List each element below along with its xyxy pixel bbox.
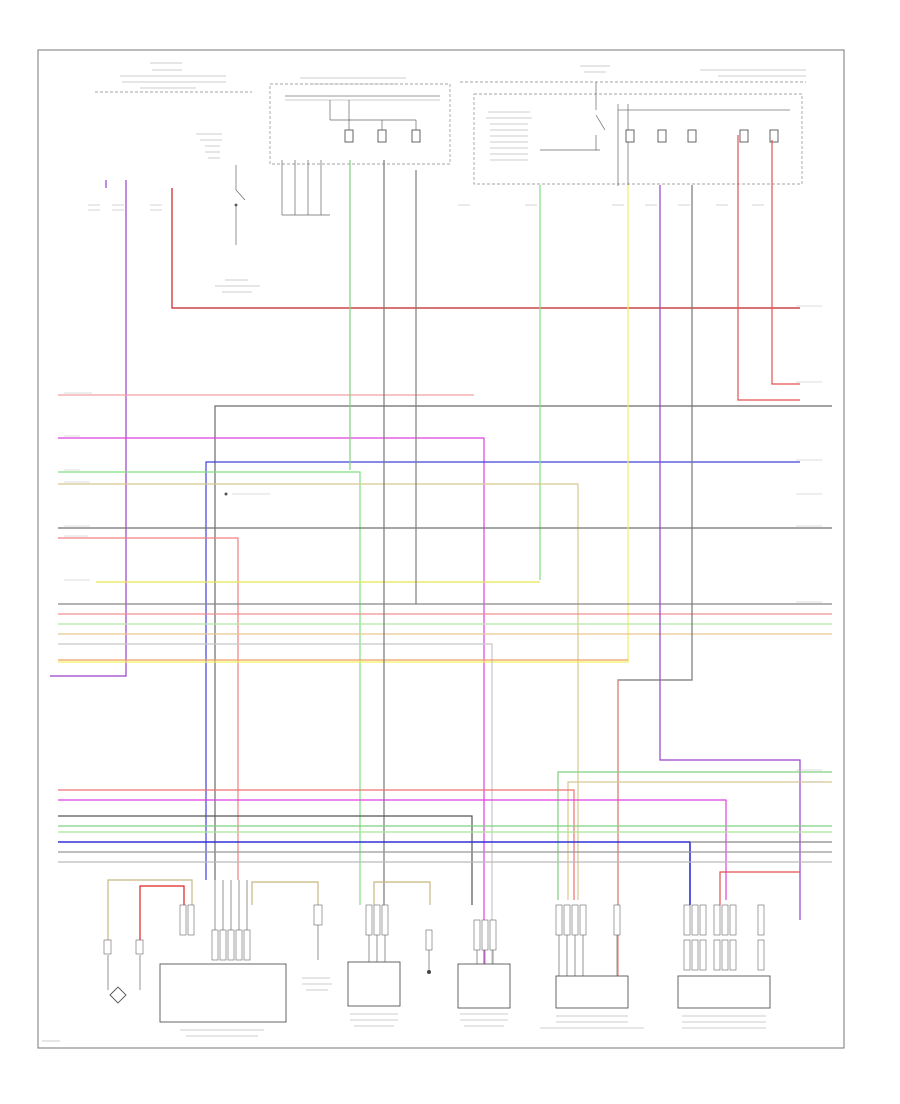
engine-control-module [159,880,287,1037]
wire-tan-ecm-a [107,879,193,940]
wire-magenta-800 [58,799,727,900]
fuse-box-left [269,77,451,216]
wire-purple-left [50,180,127,677]
wire-tan-780 [567,781,832,900]
sensor-a [347,904,401,1027]
knock-sensor [103,939,144,1004]
module-e [677,904,771,1029]
wire-pink-790 [58,789,575,900]
diagram-border [37,49,845,1049]
wire-red-top [171,188,800,309]
wire-tan-ecm-d [373,881,431,905]
left-wire-tags [64,392,270,581]
wire-pink-538 [58,537,239,880]
wire-red-872 [719,871,800,905]
wire-blue-462 [205,461,800,880]
wire-darkgray-816 [58,815,473,905]
sensor-b [457,919,511,1027]
ground-symbol [425,929,433,974]
module-d [540,904,644,1029]
wire-yellow-vert [58,185,629,663]
wire-tan-ecm-c [251,881,319,905]
top-left-title-block [95,62,252,93]
wire-green-772 [557,771,832,900]
wire-red-right [737,135,800,401]
wire-purple-right [659,185,801,920]
wire-magenta-438 [58,437,485,1000]
wires [50,135,832,1000]
wire-green-472 [58,471,361,905]
wire-red-ecm-b [139,885,185,945]
wire-lightgray-644 [58,643,493,1000]
top-connector-labels [88,204,764,211]
wire-tan-484 [58,483,579,900]
sensor-small [302,904,332,991]
wire-red-right-b [771,140,800,385]
wire-gray-right-a [617,185,693,905]
fuse-box-right [460,65,806,186]
ignition-relay [196,133,260,293]
wire-gray-406 [214,405,832,880]
right-wire-tags [796,305,822,783]
